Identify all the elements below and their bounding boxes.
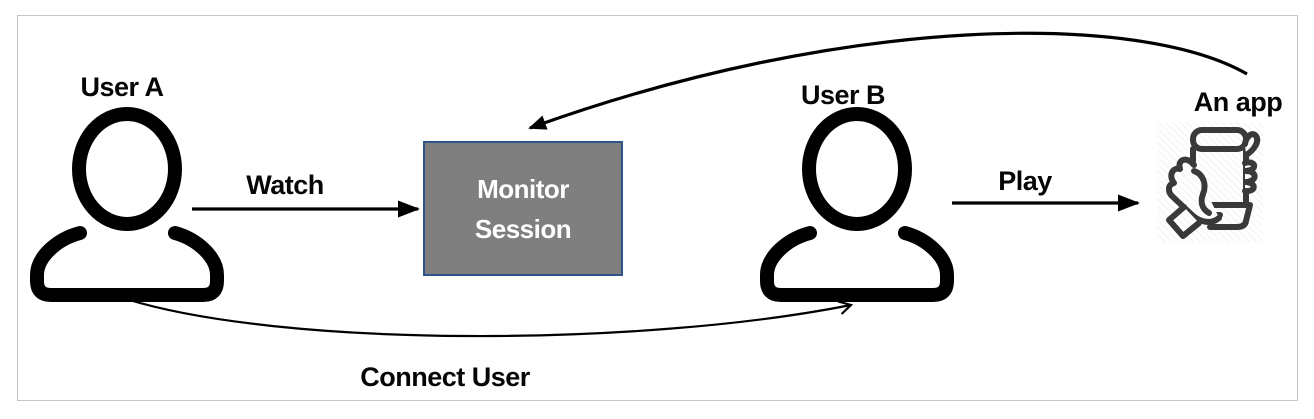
palm-icon	[1166, 156, 1222, 225]
play-edge-label: Play	[998, 166, 1052, 196]
wrist-icon	[1166, 204, 1202, 239]
connect-user-edge-label: Connect User	[360, 362, 530, 392]
user-b-person-icon	[767, 114, 947, 295]
monitor-session-label-line1: Monitor	[477, 173, 569, 204]
index-finger-icon	[1191, 168, 1212, 216]
fingers-icon	[1242, 159, 1258, 195]
monitor-session-label-line2: Session	[474, 213, 572, 244]
edge-connect-user-arrow	[122, 296, 854, 338]
watch-edge-label: Watch	[246, 170, 324, 200]
thumb-icon	[1242, 131, 1261, 158]
user-a-person-icon	[37, 114, 217, 295]
user-a-label: User A	[80, 72, 164, 102]
app-icon-background	[1157, 122, 1263, 242]
user-b-label: User B	[800, 80, 886, 110]
hand-holding-phone-icon	[1166, 127, 1261, 239]
monitor-session-node: Monitor Session	[423, 141, 623, 276]
edge-app-to-monitor-arrow	[528, 31, 1248, 130]
an-app-label: An app	[1193, 87, 1283, 117]
